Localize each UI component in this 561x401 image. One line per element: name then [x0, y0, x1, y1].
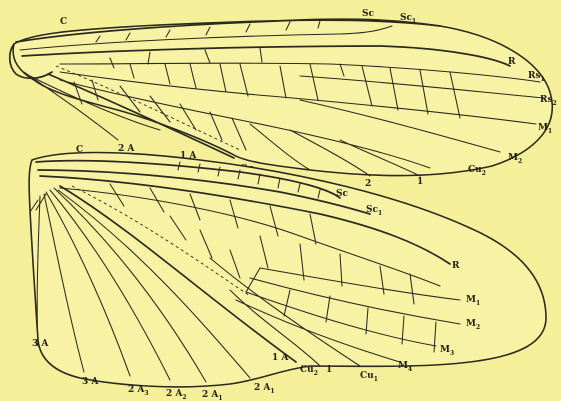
hind-label-3a: 3 A: [82, 377, 99, 387]
hind-label-2a1: 2 A1: [202, 390, 223, 401]
hind-label-1: 1: [326, 365, 332, 375]
hind-label-2a1b: 2 A1: [254, 383, 275, 395]
hind-label-sc: Sc: [336, 189, 348, 199]
fore-label-sc: Sc: [362, 9, 374, 19]
hind-label-c: C: [76, 145, 83, 155]
fore-label-m2: M2: [508, 153, 522, 165]
hind-label-3a-left: 3 A: [32, 339, 49, 349]
fore-label-r: R: [508, 57, 516, 67]
fore-label-c: C: [60, 17, 67, 27]
fore-label-2: 2: [365, 179, 371, 189]
fore-label-1: 1: [417, 177, 423, 187]
hind-wing: [29, 153, 546, 387]
hind-wing-outline: [29, 153, 546, 387]
hind-label-cu1: Cu1: [360, 371, 378, 383]
hind-label-2a3: 2 A3: [128, 385, 149, 397]
hind-label-2a2: 2 A2: [166, 389, 187, 401]
hind-label-r: R: [452, 261, 460, 271]
hind-label-1a: 1 A: [272, 353, 289, 363]
